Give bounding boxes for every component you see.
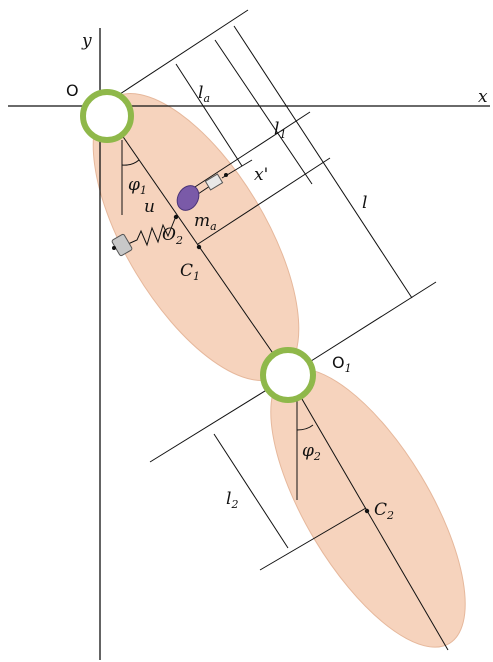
phi2-arc [296,424,314,431]
l1-label: l1 [274,119,286,141]
link-1-axis [107,114,289,376]
ext-line-c1 [197,157,331,245]
l-label: l [362,193,367,213]
c2-label: C2 [374,500,394,522]
c1-point [196,244,202,250]
y-axis-label: y [81,31,92,51]
la-label: la [198,83,210,105]
ext-line-ma [177,111,311,199]
spring [127,215,177,247]
absorber-mass [176,185,200,211]
damper-dot [224,173,228,177]
ext-line-c2 [259,507,367,571]
x-prime-label: x' [254,165,268,185]
dim-l2 [213,433,289,549]
l2-label: l2 [226,489,238,511]
ext-line-o1-b [149,377,287,463]
phi1-label: φ1 [128,175,147,197]
phi1-arc [121,159,140,166]
joint-o1 [260,347,316,403]
ext-line-o1 [299,281,437,369]
origin-label: O [66,81,79,100]
dim-l [233,25,413,299]
spring-anchor-dot [112,246,116,250]
joint-o [80,89,134,143]
o2-label: O2 [162,225,183,247]
dim-l1 [214,39,313,185]
spring-anchor [111,233,133,257]
o2-point [173,214,179,220]
u-label: u [144,197,155,217]
x-axis-label: x [478,87,488,107]
phi2-label: φ2 [302,441,321,463]
ma-label: ma [194,211,217,233]
damper-rod [197,185,211,195]
c1-label: C1 [180,261,200,283]
o1-label: O1 [332,353,352,375]
ext-line-o [119,9,249,95]
dim-la [175,63,243,167]
damper-cylinder [204,173,224,191]
c2-point [364,508,370,514]
